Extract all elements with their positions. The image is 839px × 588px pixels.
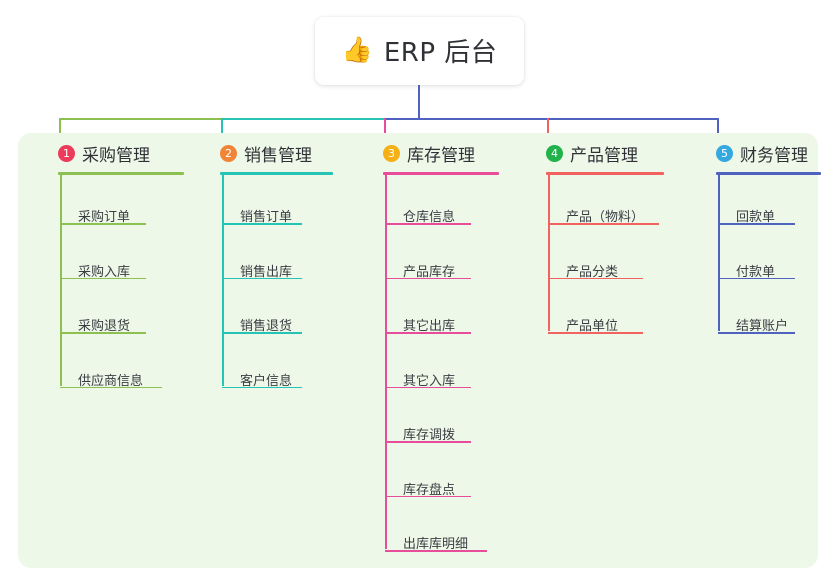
- branch-item-underline: [718, 223, 795, 225]
- branch-item-underline: [385, 223, 471, 225]
- branch-title-3: 库存管理: [407, 146, 475, 166]
- branch-spine-3: [385, 175, 387, 549]
- branch-item-underline: [718, 332, 795, 334]
- branch-item-underline: [222, 277, 302, 279]
- branch-item-label: 库存盘点: [403, 482, 456, 498]
- branch-item-label: 销售退货: [240, 319, 293, 334]
- branch-item-underline: [60, 277, 146, 279]
- branch-item-underline: [385, 495, 471, 497]
- branch-title-4: 产品管理: [570, 146, 638, 166]
- branch-item-label: 采购订单: [78, 210, 131, 225]
- branch-item-underline: [60, 223, 146, 225]
- branch-item-underline: [60, 332, 146, 334]
- branch-item-underline: [222, 386, 302, 388]
- root-node[interactable]: 👍 ERP 后台: [315, 17, 524, 85]
- branch-item-underline: [222, 223, 302, 225]
- bus-segment-3: [384, 118, 719, 120]
- branch-item-label: 其它出库: [403, 319, 456, 334]
- branch-item-underline: [718, 277, 795, 279]
- root-node-content: 👍 ERP 后台: [342, 32, 498, 69]
- branch-item-label: 回款单: [736, 210, 776, 225]
- branch-item-label: 库存调拨: [403, 428, 456, 443]
- branch-item-label: 其它入库: [403, 373, 456, 389]
- branch-underline-4: [546, 172, 664, 175]
- branch-item-underline: [548, 223, 659, 225]
- branch-badge-5: 5: [716, 145, 733, 162]
- branch-item-underline: [385, 550, 487, 552]
- branch-item-underline: [385, 386, 471, 388]
- bus-segment-2: [221, 118, 386, 120]
- branch-item-label: 供应商信息: [78, 373, 144, 389]
- bus-segment-1: [59, 118, 223, 120]
- branch-item-label: 产品（物料）: [566, 210, 645, 225]
- branch-badge-2: 2: [220, 145, 237, 162]
- branch-item-label: 仓库信息: [403, 210, 456, 225]
- branch-header-2[interactable]: 2 销售管理: [220, 141, 312, 166]
- branch-badge-4: 4: [546, 145, 563, 162]
- branch-header-5[interactable]: 5 财务管理: [716, 141, 808, 166]
- branch-spine-1: [60, 175, 62, 386]
- root-node-title: ERP 后台: [383, 37, 498, 68]
- branch-item-label: 产品单位: [566, 319, 619, 334]
- branch-title-5: 财务管理: [740, 146, 808, 166]
- branch-item-underline: [548, 277, 643, 279]
- branch-badge-1: 1: [58, 145, 75, 162]
- branch-item-underline: [385, 441, 471, 443]
- branch-spine-5: [718, 175, 720, 331]
- branch-item-label: 销售订单: [240, 210, 293, 225]
- branch-item-label: 付款单: [736, 264, 776, 280]
- branch-item-underline: [385, 332, 471, 334]
- branch-item-label: 产品库存: [403, 264, 456, 280]
- branch-item-label: 采购入库: [78, 264, 131, 280]
- branch-underline-2: [220, 172, 333, 175]
- branch-underline-1: [58, 172, 184, 175]
- branch-header-1[interactable]: 1 采购管理: [58, 141, 150, 166]
- branch-item-label: 结算账户: [736, 319, 789, 334]
- branch-item-label: 采购退货: [78, 319, 131, 334]
- branch-item-underline: [385, 277, 471, 279]
- branch-spine-2: [222, 175, 224, 386]
- branch-item-label: 销售出库: [240, 264, 293, 280]
- branch-item-underline: [548, 332, 643, 334]
- branch-title-1: 采购管理: [82, 146, 150, 166]
- branch-item-label: 出库库明细: [403, 537, 469, 552]
- branch-title-2: 销售管理: [244, 146, 312, 166]
- branch-item-label: 产品分类: [566, 264, 619, 280]
- branches-panel: 1 采购管理采购订单采购入库采购退货供应商信息 2 销售管理销售订单销售出库销售退货客…: [18, 133, 821, 568]
- branch-header-3[interactable]: 3 库存管理: [383, 141, 475, 166]
- branch-spine-4: [548, 175, 550, 331]
- thumbs-up-icon: 👍: [341, 35, 373, 64]
- branch-item-label: 客户信息: [240, 373, 293, 389]
- branch-header-4[interactable]: 4 产品管理: [546, 141, 638, 166]
- branch-item-underline: [60, 386, 162, 388]
- branch-item-underline: [222, 332, 302, 334]
- branch-underline-3: [383, 172, 499, 175]
- root-stem-connector: [418, 85, 420, 120]
- branch-badge-3: 3: [383, 145, 400, 162]
- branch-underline-5: [716, 172, 821, 175]
